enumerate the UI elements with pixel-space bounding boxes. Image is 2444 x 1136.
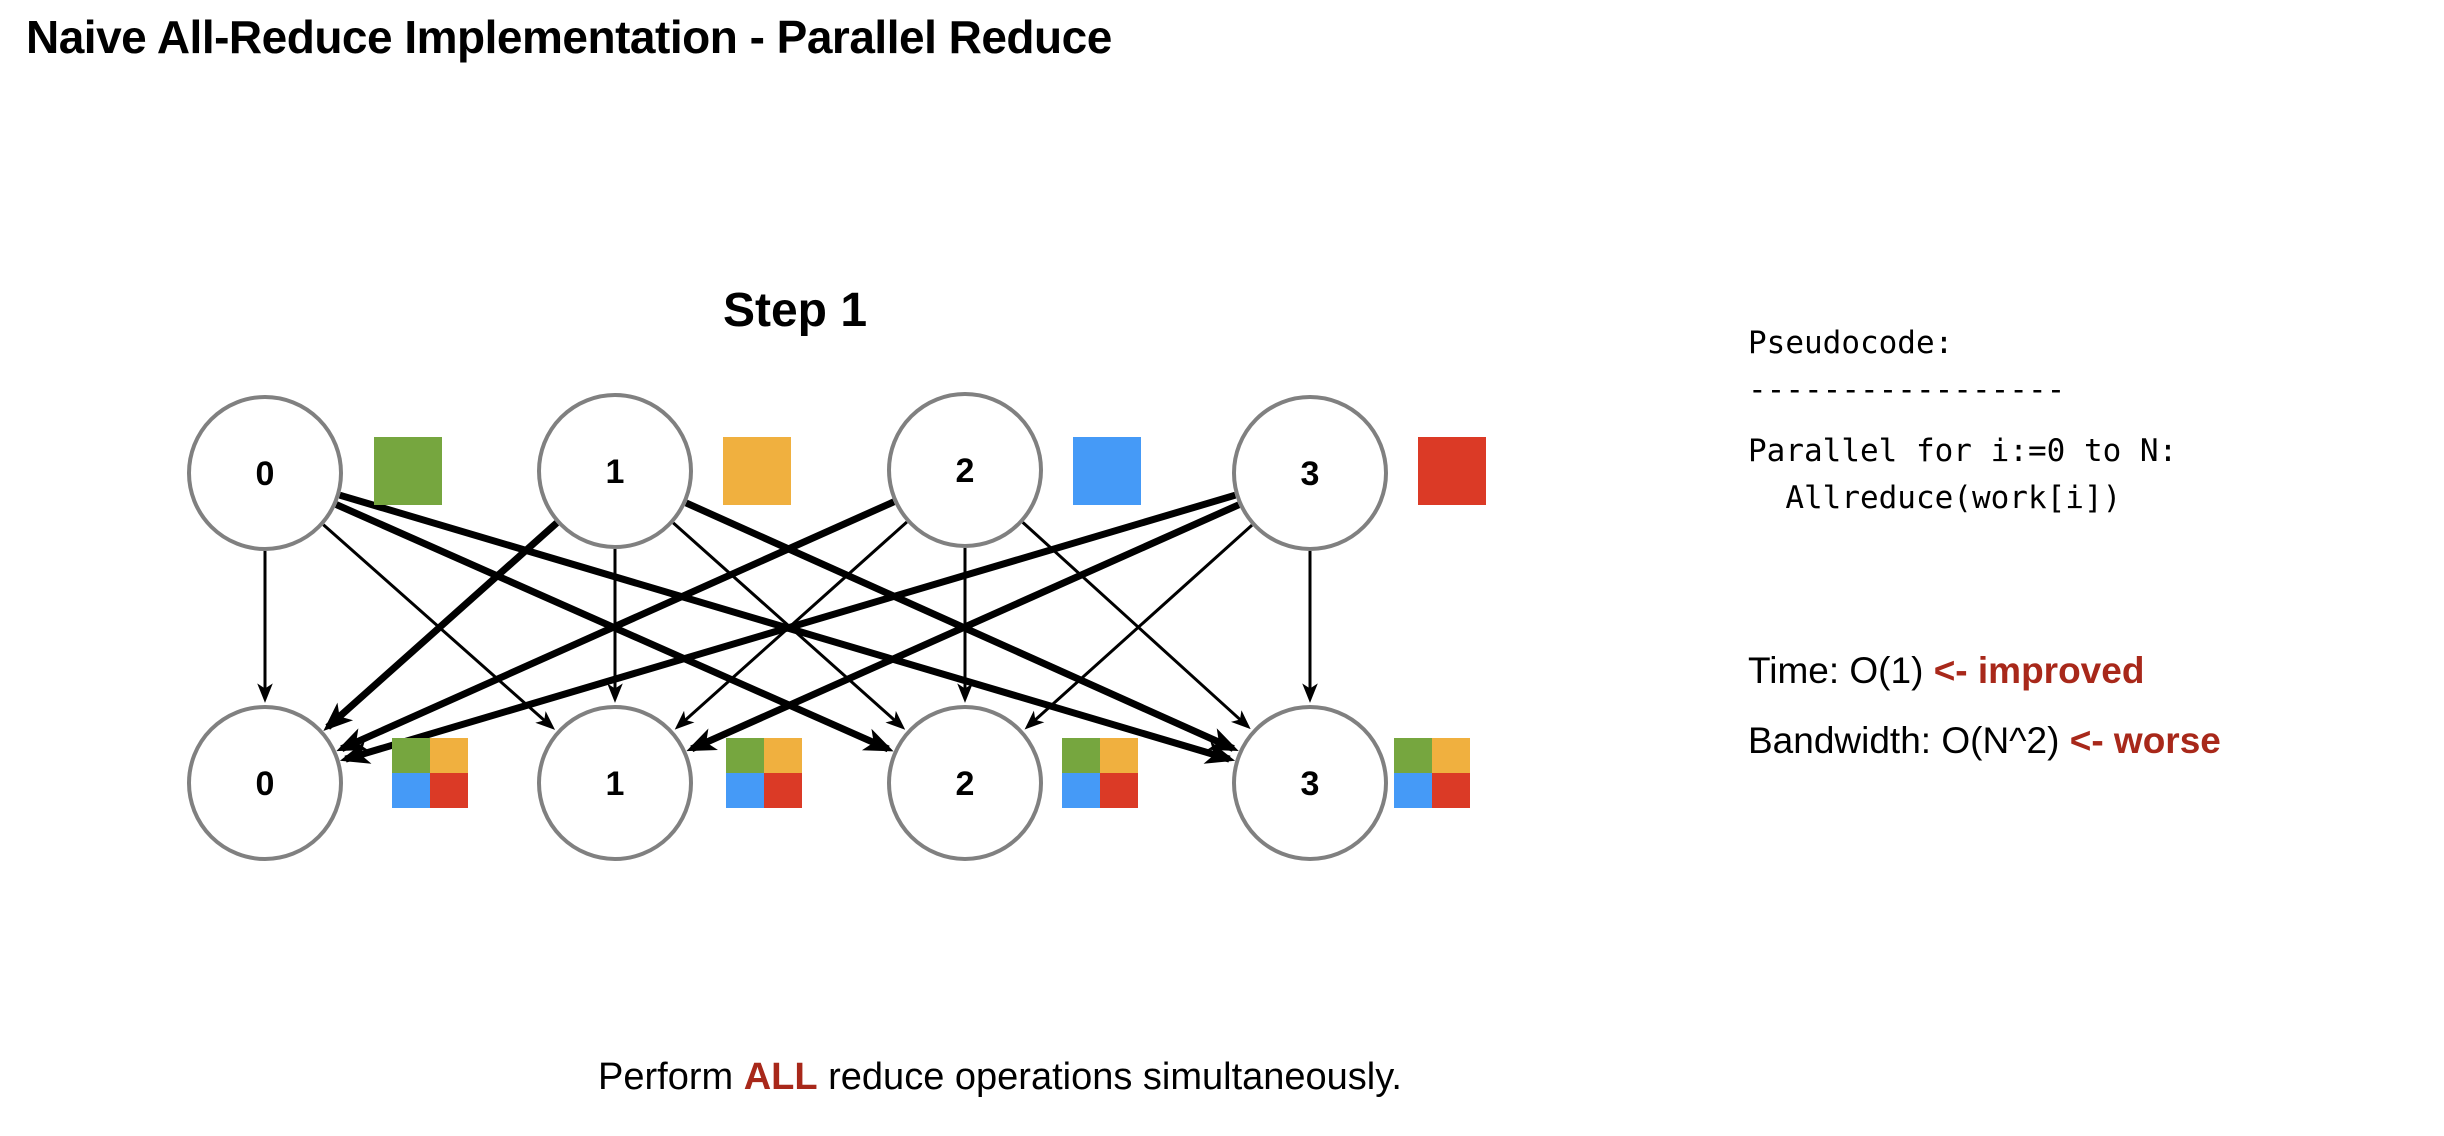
bottom-block-quad-1: [726, 738, 802, 808]
edge-3-to-2: [1024, 524, 1253, 730]
pseudocode-rule: -----------------: [1748, 372, 2066, 409]
top-node-label: 1: [606, 453, 625, 491]
bottom-node-label: 1: [606, 765, 625, 803]
pseudocode-heading: Pseudocode:: [1748, 325, 1954, 361]
pseudocode-line-2: Allreduce(work[i]): [1748, 480, 2122, 517]
edge-2-to-3: [1021, 521, 1251, 730]
bottom-node-3[interactable]: 3: [1232, 705, 1388, 861]
bottom-node-circle: [187, 705, 343, 861]
top-node-label: 2: [956, 452, 975, 490]
top-node-circle: [187, 395, 343, 551]
quad-cell-3: [1432, 773, 1470, 808]
top-block-orange: [723, 437, 791, 505]
page-title: Naive All-Reduce Implementation - Parall…: [26, 11, 1112, 63]
metric-bandwidth-note: <- worse: [2069, 720, 2221, 762]
quad-cell-0: [1394, 738, 1432, 773]
top-node-circle: [887, 392, 1043, 548]
quad-cell-1: [1100, 738, 1138, 773]
quad-cell-2: [392, 773, 430, 808]
allreduce-diagram: 0 1 2 3 0 1 2 3: [187, 392, 1388, 861]
metric-bandwidth-label: Bandwidth: O(N^2): [1748, 720, 2070, 762]
bottom-node-circle: [537, 705, 693, 861]
quad-cell-2: [1394, 773, 1432, 808]
caption-text-after: reduce operations simultaneously.: [817, 1056, 1402, 1098]
caption-text-before: Perform: [598, 1056, 744, 1098]
quad-cell-1: [1432, 738, 1470, 773]
quad-cell-0: [1062, 738, 1100, 773]
quad-cell-1: [430, 738, 468, 773]
metric-time: Time: O(1) <- improved: [1748, 650, 2428, 692]
metric-bandwidth: Bandwidth: O(N^2) <- worse: [1748, 720, 2428, 762]
top-node-label: 3: [1301, 455, 1320, 493]
bottom-node-2[interactable]: 2: [887, 705, 1043, 861]
quad-cell-3: [764, 773, 802, 808]
pseudocode-line-1: Parallel for i:=0 to N:: [1748, 433, 2178, 470]
edge-3-to-1: [686, 501, 1241, 752]
quad-cell-2: [726, 773, 764, 808]
top-node-3[interactable]: 3: [1232, 395, 1388, 551]
top-node-circle: [537, 393, 693, 549]
bottom-node-circle: [1232, 705, 1388, 861]
edge-layer: [257, 491, 1318, 764]
bottom-node-label: 2: [956, 765, 975, 803]
edge-1-to-0: [323, 520, 560, 732]
top-node-circle: [1232, 395, 1388, 551]
metric-time-label: Time: O(1): [1748, 650, 1934, 692]
quad-cell-0: [726, 738, 764, 773]
bottom-node-circle: [887, 705, 1043, 861]
bottom-node-label: 3: [1301, 765, 1320, 803]
bottom-node-0[interactable]: 0: [187, 705, 343, 861]
bottom-node-label: 0: [256, 765, 275, 803]
bottom-block-quad-0: [392, 738, 468, 808]
top-block-red: [1418, 437, 1486, 505]
top-node-1[interactable]: 1: [537, 393, 693, 549]
caption-accent-word: ALL: [743, 1056, 818, 1098]
slide-caption: Perform ALL reduce operations simultaneo…: [0, 1056, 2000, 1099]
top-block-green: [374, 437, 442, 505]
top-node-0[interactable]: 0: [187, 395, 343, 551]
right-panel: Pseudocode: ----------------- Parallel f…: [1748, 320, 2428, 762]
bottom-block-quad-3: [1394, 738, 1470, 808]
quad-cell-3: [1100, 773, 1138, 808]
quad-cell-3: [430, 773, 468, 808]
bottom-node-1[interactable]: 1: [537, 705, 693, 861]
top-node-label: 0: [256, 455, 275, 493]
step-label: Step 1: [722, 284, 868, 337]
metric-time-note: <- improved: [1933, 650, 2145, 692]
quad-cell-0: [392, 738, 430, 773]
top-node-2[interactable]: 2: [887, 392, 1043, 548]
quad-cell-1: [764, 738, 802, 773]
edge-2-to-0: [336, 498, 896, 752]
edge-3-to-0: [339, 491, 1237, 764]
top-block-blue: [1073, 437, 1141, 505]
quad-cell-2: [1062, 773, 1100, 808]
bottom-block-quad-2: [1062, 738, 1138, 808]
